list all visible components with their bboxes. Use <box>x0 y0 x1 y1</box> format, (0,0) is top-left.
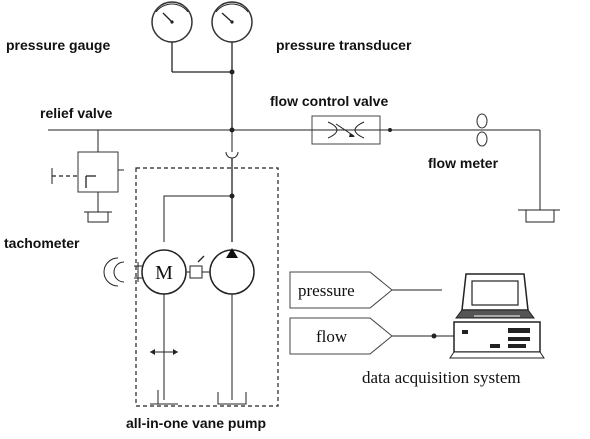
pressure-gauge-label: pressure gauge <box>6 37 110 53</box>
relief-valve-icon <box>51 130 124 223</box>
main-pressure-line <box>48 127 540 133</box>
relief-valve-label: relief valve <box>40 105 113 121</box>
vane-pump-enclosure <box>135 167 279 407</box>
tachometer-icon <box>103 257 142 287</box>
flow-control-valve-label: flow control valve <box>270 93 388 109</box>
pump-suction-line <box>217 294 247 405</box>
tachometer-label: tachometer <box>4 235 80 251</box>
computer-icon <box>449 273 545 359</box>
flow-meter-icon <box>476 113 488 147</box>
pressure-transducer-icon <box>211 1 253 43</box>
flow-control-valve-icon <box>311 115 381 145</box>
pressure-signal-label: pressure <box>298 281 355 300</box>
gauge-connection-lines <box>171 42 235 130</box>
flow-signal-tag <box>289 317 456 355</box>
data-acquisition-system-label: data acquisition system <box>362 368 521 387</box>
flow-meter-label: flow meter <box>428 155 499 171</box>
pressure-signal-tag <box>289 271 442 309</box>
motor-feed-line <box>163 195 232 242</box>
pressure-transducer-label: pressure transducer <box>276 37 412 53</box>
coupling-icon <box>186 255 210 279</box>
pressure-gauge-icon <box>151 1 193 43</box>
vane-pump-label: all-in-one vane pump <box>126 415 266 431</box>
pump-icon <box>209 248 255 295</box>
motor-adjustment-handle <box>150 294 178 405</box>
return-line-right <box>518 130 560 223</box>
motor-label: M <box>155 262 173 284</box>
flow-signal-label: flow <box>316 327 348 346</box>
check-valve-icon <box>225 130 239 242</box>
